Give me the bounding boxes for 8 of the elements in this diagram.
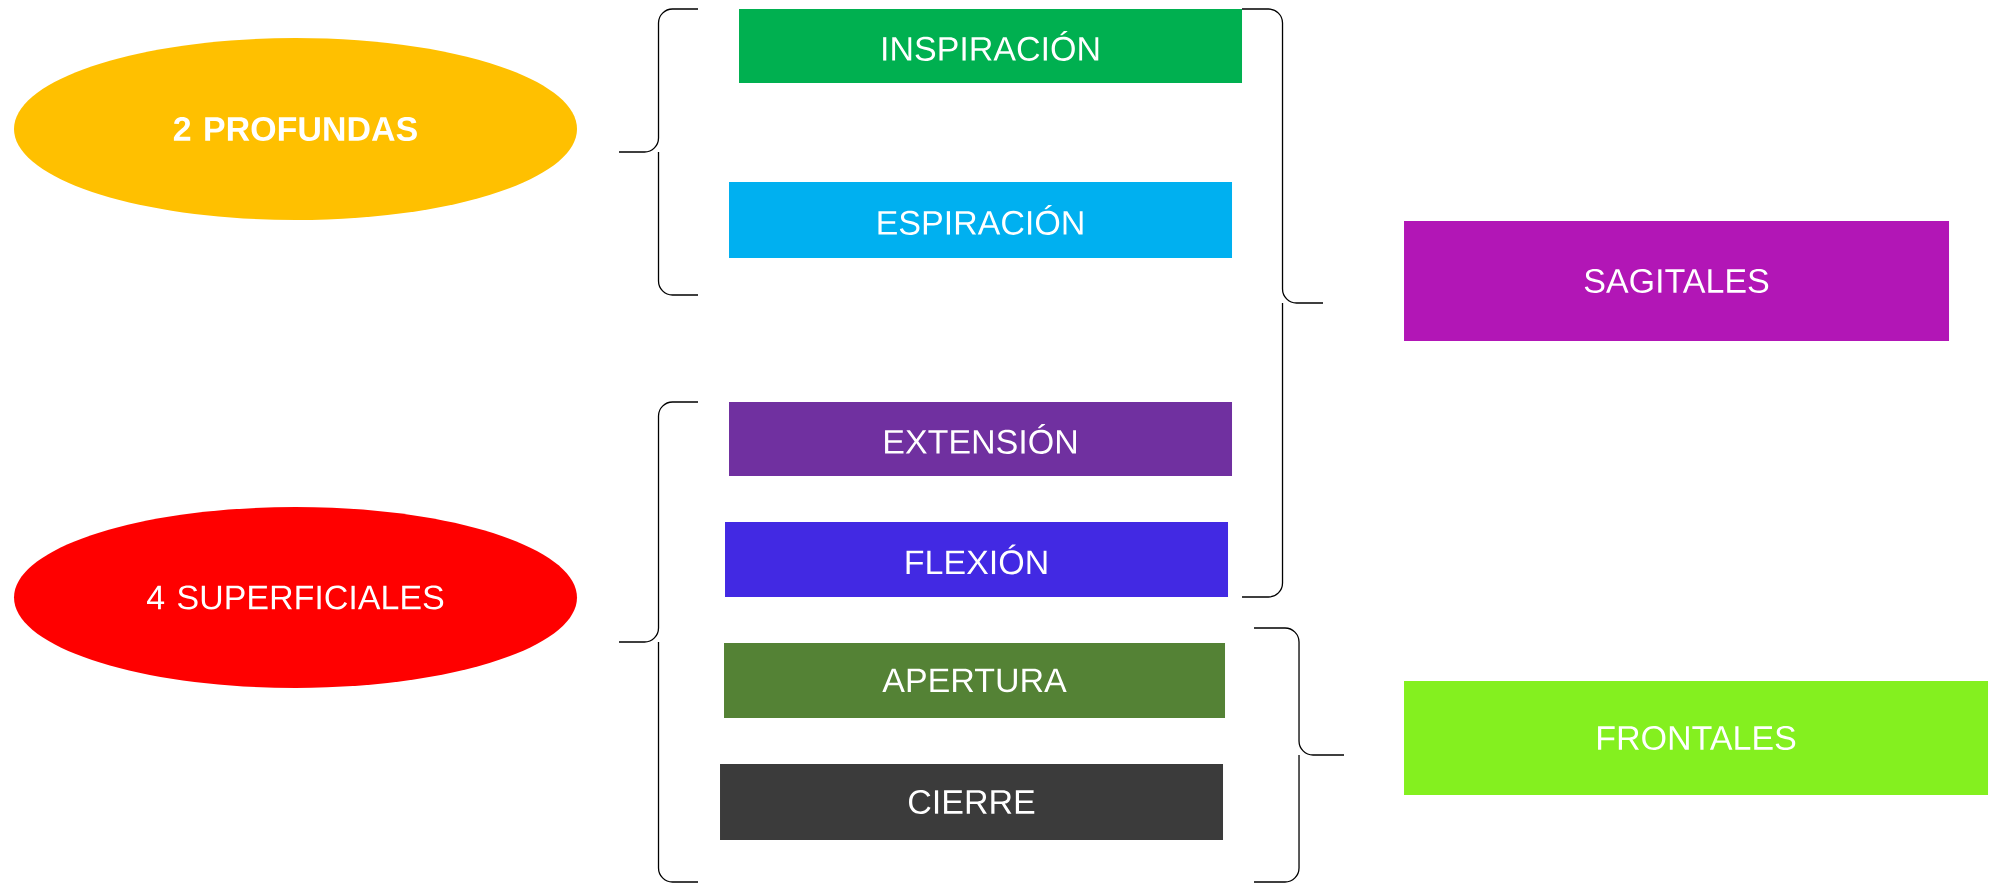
label-bar: CIERRE <box>720 764 1223 840</box>
label-bar: EXTENSIÓN <box>729 402 1232 476</box>
label-bar: FRONTALES <box>1404 681 1988 795</box>
label-bar: SAGITALES <box>1404 221 1949 341</box>
label-bar: FLEXIÓN <box>725 522 1228 597</box>
label-bar: INSPIRACIÓN <box>739 9 1242 83</box>
label-bar: ESPIRACIÓN <box>729 182 1232 258</box>
label-bar: APERTURA <box>724 643 1225 718</box>
